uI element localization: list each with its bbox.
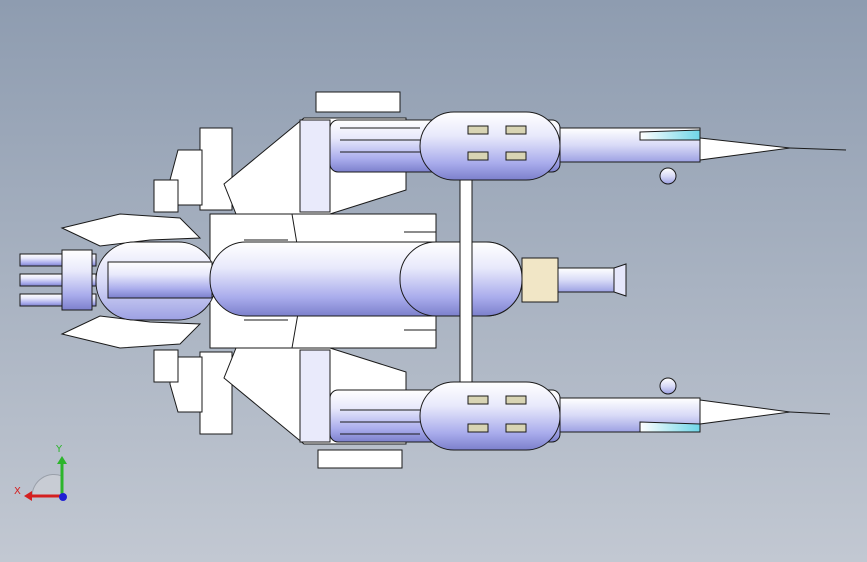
upper-spike-tip <box>699 137 791 161</box>
lower-sensor-ball <box>659 377 677 395</box>
x-axis-label: X <box>14 486 21 497</box>
axis-triad[interactable]: X Y <box>10 438 74 508</box>
lower-spike-tip <box>699 399 791 425</box>
upper-nacelle-vents <box>467 125 527 161</box>
lower-spike-cyan <box>639 421 701 433</box>
rear-engine-core <box>107 261 213 299</box>
lower-bottom-rail <box>317 449 403 469</box>
triad-base-arc <box>31 473 63 497</box>
upper-wing-inner <box>299 119 331 213</box>
z-axis-dot <box>59 493 67 501</box>
upper-spike-cyan <box>639 129 701 141</box>
rear-block-top-1 <box>199 127 233 211</box>
model-body <box>19 91 847 469</box>
rear-fin-bottom <box>60 315 202 349</box>
rear-block-bottom-3 <box>153 349 179 383</box>
rear-nozzles <box>19 249 97 311</box>
rear-block-bottom-1 <box>199 351 233 435</box>
nose-cannon-barrel <box>557 267 615 293</box>
y-axis-arrow <box>57 456 67 464</box>
y-axis-label: Y <box>55 444 63 455</box>
x-axis-arrow <box>24 491 32 501</box>
upper-top-rail <box>315 91 401 113</box>
upper-nacelle-intake <box>419 111 561 181</box>
upper-sensor-ball <box>659 167 677 185</box>
panel-lines <box>244 127 436 435</box>
rear-fin-top <box>60 213 202 247</box>
lower-wing-inner <box>299 349 331 443</box>
strut-front <box>459 177 473 383</box>
nose-cannon-muzzle <box>613 263 627 297</box>
rear-block-top-3 <box>153 179 179 213</box>
lower-nacelle-intake <box>419 381 561 451</box>
nose-cannon-housing <box>521 257 559 303</box>
lower-nacelle-vents <box>467 395 527 433</box>
